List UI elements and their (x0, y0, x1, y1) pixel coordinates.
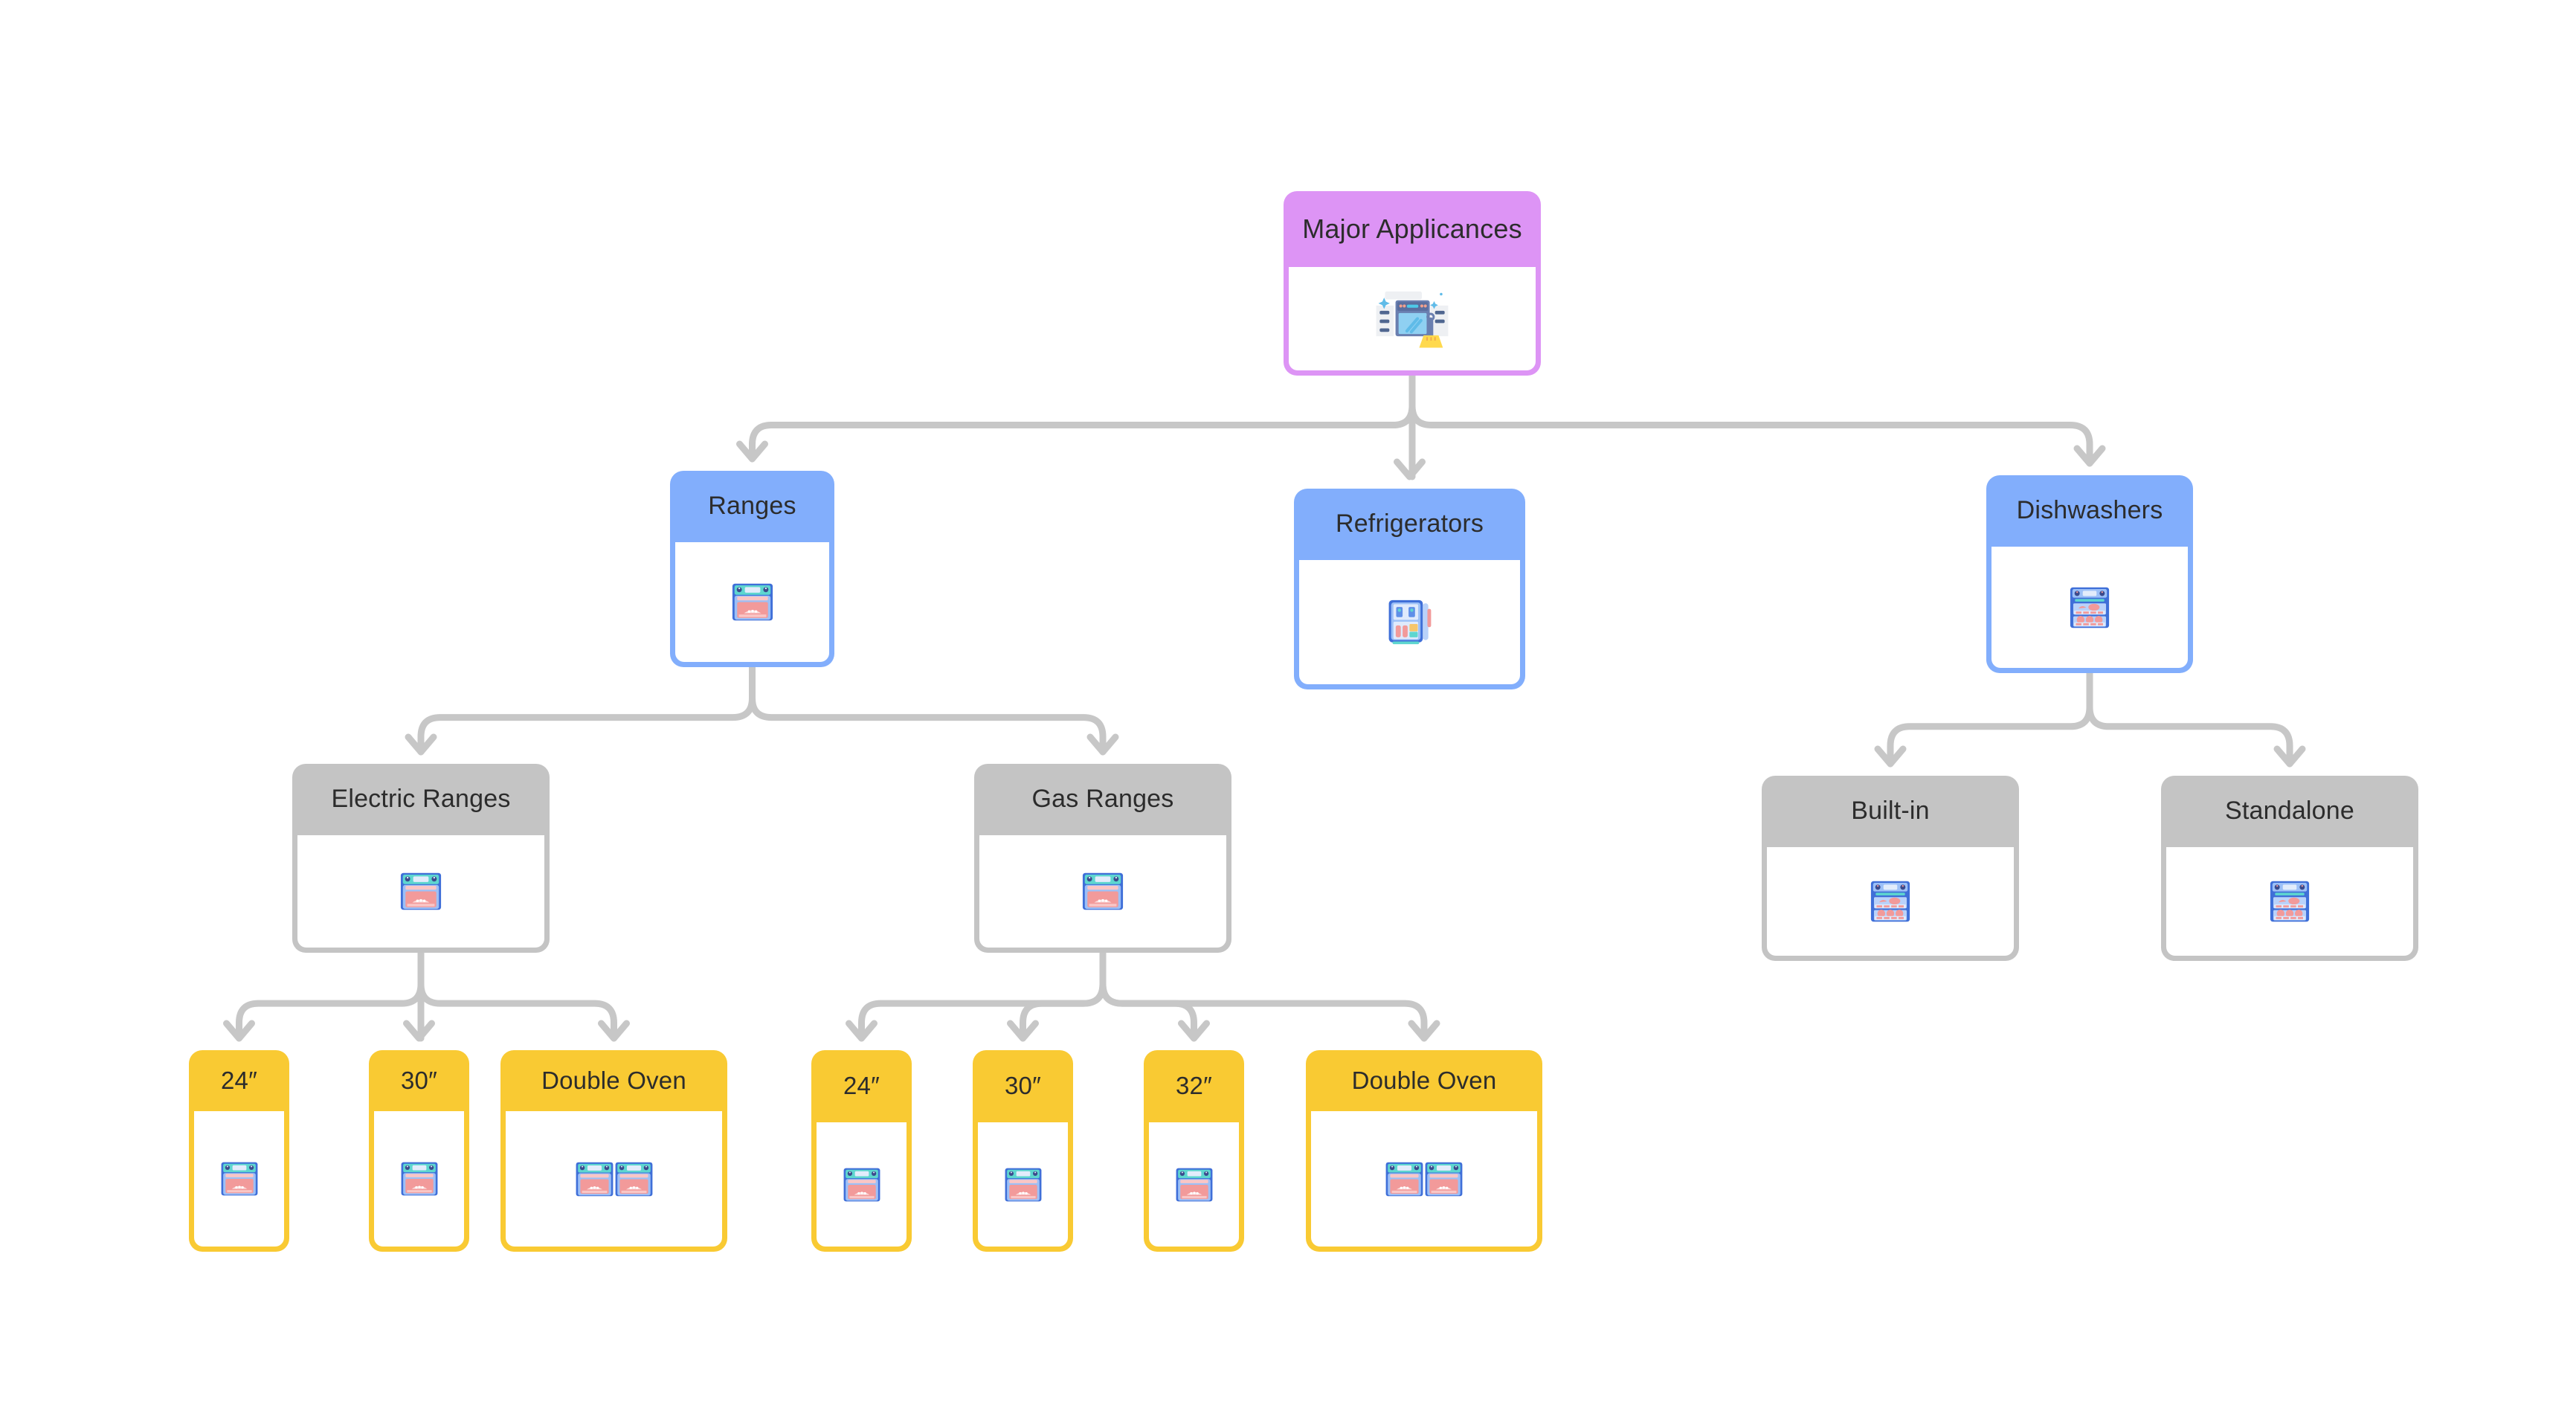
oven-icon (1081, 872, 1124, 911)
connector-ranges-to-gas-ranges (749, 663, 1107, 756)
dishwasher-icon (1869, 880, 1912, 923)
node-standalone[interactable]: Standalone (2161, 776, 2418, 961)
node-icon-panel (297, 835, 544, 948)
stove-cleaning-icon (1368, 288, 1456, 350)
node-gas-double[interactable]: Double Oven (1306, 1050, 1542, 1252)
arrowhead-electric-ranges (405, 733, 437, 756)
node-label: Gas Ranges (1031, 785, 1174, 814)
node-gas-24[interactable]: 24″ (811, 1050, 912, 1252)
connector-dishwashers-to-built-in (1887, 669, 2093, 768)
connector-gas-ranges-to-gas-30 (1020, 949, 1107, 1042)
node-icon-panel (978, 1122, 1068, 1247)
node-label: Electric Ranges (331, 785, 511, 814)
oven-icon (399, 872, 442, 911)
node-label: Refrigerators (1335, 509, 1484, 538)
dishwasher-icon (2268, 880, 2311, 923)
arrowhead-refrigerators (1394, 458, 1426, 480)
node-ranges[interactable]: Ranges (670, 471, 834, 667)
node-icon-panel (2166, 847, 2413, 956)
node-icon-panel (675, 542, 829, 662)
oven-icon (220, 1161, 259, 1197)
node-icon-panel (1991, 547, 2188, 668)
node-icon-panel (1289, 267, 1536, 370)
oven-icon (843, 1167, 881, 1203)
oven-icon (731, 582, 774, 622)
node-label: 30″ (401, 1066, 437, 1094)
node-label: Double Oven (1351, 1066, 1497, 1094)
arrowhead-elec-double (598, 1020, 630, 1042)
double-oven-icon (575, 1161, 654, 1197)
refrigerator-icon (1387, 599, 1433, 646)
node-elec-double[interactable]: Double Oven (500, 1050, 727, 1252)
arrowhead-built-in (1874, 745, 1907, 768)
oven-icon (400, 1161, 439, 1197)
node-gas-32[interactable]: 32″ (1144, 1050, 1244, 1252)
node-dishwashers[interactable]: Dishwashers (1986, 475, 2193, 673)
node-label: 32″ (1176, 1072, 1212, 1100)
node-icon-panel (817, 1122, 907, 1247)
node-icon-panel (1149, 1122, 1239, 1247)
node-root[interactable]: Major Applicances (1284, 191, 1541, 376)
node-label: Major Applicances (1302, 213, 1522, 245)
node-electric-ranges[interactable]: Electric Ranges (292, 764, 550, 953)
node-icon-panel (979, 835, 1226, 948)
arrowhead-gas-30 (1007, 1020, 1039, 1042)
node-gas-30[interactable]: 30″ (973, 1050, 1073, 1252)
arrowhead-standalone (2273, 745, 2306, 768)
oven-icon (1004, 1167, 1043, 1203)
dishwasher-icon (2068, 586, 2111, 629)
node-elec-30[interactable]: 30″ (369, 1050, 469, 1252)
arrowhead-gas-32 (1178, 1020, 1210, 1042)
connector-electric-ranges-to-elec-24 (236, 949, 425, 1042)
arrowhead-gas-ranges (1086, 733, 1119, 756)
arrowhead-gas-double (1408, 1020, 1440, 1042)
connector-gas-ranges-to-gas-double (1099, 949, 1428, 1042)
node-icon-panel (194, 1111, 284, 1247)
connector-gas-ranges-to-gas-32 (1099, 949, 1197, 1042)
node-label: Ranges (708, 492, 796, 521)
node-label: Double Oven (541, 1066, 686, 1094)
arrowhead-gas-24 (846, 1020, 878, 1042)
node-refrigerators[interactable]: Refrigerators (1294, 489, 1525, 689)
connector-electric-ranges-to-elec-double (417, 949, 617, 1042)
node-label: Dishwashers (2016, 496, 2163, 525)
connector-root-to-ranges (749, 372, 1416, 463)
arrowhead-elec-24 (223, 1020, 255, 1042)
node-icon-panel (1767, 847, 2014, 956)
connector-root-to-dishwashers (1408, 372, 2093, 467)
connector-gas-ranges-to-gas-24 (858, 949, 1107, 1042)
node-label: 30″ (1005, 1072, 1041, 1100)
node-icon-panel (1299, 560, 1520, 684)
node-icon-panel (1311, 1111, 1537, 1247)
connector-ranges-to-electric-ranges (417, 663, 756, 756)
node-built-in[interactable]: Built-in (1762, 776, 2019, 961)
node-label: Standalone (2224, 797, 2355, 826)
oven-icon (1175, 1167, 1214, 1203)
double-oven-icon (1385, 1161, 1464, 1197)
node-label: Built-in (1851, 797, 1930, 826)
node-icon-panel (506, 1111, 722, 1247)
node-label: 24″ (221, 1066, 257, 1094)
node-elec-24[interactable]: 24″ (189, 1050, 289, 1252)
node-icon-panel (374, 1111, 464, 1247)
arrowhead-elec-30 (403, 1020, 435, 1042)
node-label: 24″ (843, 1072, 880, 1100)
connector-dishwashers-to-standalone (2086, 669, 2293, 768)
node-gas-ranges[interactable]: Gas Ranges (974, 764, 1231, 953)
arrowhead-dishwashers (2073, 445, 2106, 467)
arrowhead-ranges (736, 440, 768, 463)
